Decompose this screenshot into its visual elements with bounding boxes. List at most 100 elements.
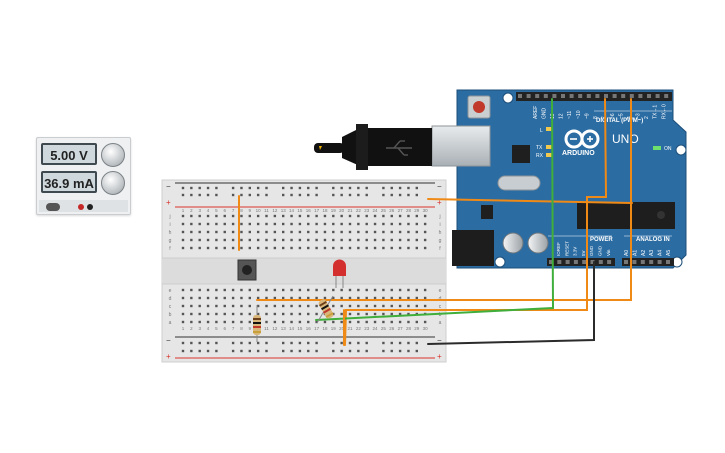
rail-hole[interactable] xyxy=(307,186,310,190)
breadboard-hole[interactable] xyxy=(256,222,260,226)
breadboard-hole[interactable] xyxy=(273,238,277,242)
breadboard-hole[interactable] xyxy=(415,304,418,308)
breadboard-hole[interactable] xyxy=(206,296,210,300)
breadboard-hole[interactable] xyxy=(348,296,352,300)
breadboard-hole[interactable] xyxy=(407,222,410,226)
breadboard-hole[interactable] xyxy=(423,246,427,250)
breadboard-hole[interactable] xyxy=(181,238,185,242)
power-header-pin[interactable] xyxy=(557,260,562,264)
breadboard-hole[interactable] xyxy=(256,296,260,300)
breadboard-hole[interactable] xyxy=(181,222,185,226)
breadboard-hole[interactable] xyxy=(365,230,368,234)
breadboard-hole[interactable] xyxy=(223,246,226,250)
breadboard-hole[interactable] xyxy=(223,320,226,324)
breadboard-hole[interactable] xyxy=(340,222,343,226)
rail-hole[interactable] xyxy=(181,349,185,353)
rail-hole[interactable] xyxy=(398,193,402,197)
breadboard-hole[interactable] xyxy=(190,296,193,300)
breadboard-hole[interactable] xyxy=(415,320,418,324)
breadboard-hole[interactable] xyxy=(282,320,285,324)
breadboard-hole[interactable] xyxy=(265,312,268,316)
breadboard-hole[interactable] xyxy=(390,288,393,292)
breadboard-hole[interactable] xyxy=(231,320,235,324)
breadboard-hole[interactable] xyxy=(315,320,318,324)
rail-hole[interactable] xyxy=(398,341,402,345)
breadboard-hole[interactable] xyxy=(415,288,418,292)
breadboard-hole[interactable] xyxy=(198,312,201,316)
breadboard-hole[interactable] xyxy=(290,238,293,242)
breadboard-hole[interactable] xyxy=(332,288,335,292)
breadboard-hole[interactable] xyxy=(256,304,260,308)
breadboard-hole[interactable] xyxy=(373,288,377,292)
rail-hole[interactable] xyxy=(206,186,210,190)
breadboard-hole[interactable] xyxy=(373,214,377,218)
breadboard-hole[interactable] xyxy=(332,246,335,250)
rail-hole[interactable] xyxy=(365,193,368,197)
digital-header-pin[interactable] xyxy=(621,94,626,98)
rail-hole[interactable] xyxy=(215,193,218,197)
rail-hole[interactable] xyxy=(240,193,243,197)
breadboard-hole[interactable] xyxy=(348,304,352,308)
breadboard-hole[interactable] xyxy=(332,214,335,218)
breadboard-hole[interactable] xyxy=(240,304,243,308)
breadboard-hole[interactable] xyxy=(398,214,402,218)
breadboard-hole[interactable] xyxy=(181,246,185,250)
breadboard-hole[interactable] xyxy=(273,214,277,218)
breadboard-hole[interactable] xyxy=(398,238,402,242)
breadboard-hole[interactable] xyxy=(190,288,193,292)
rail-hole[interactable] xyxy=(215,186,218,190)
breadboard-hole[interactable] xyxy=(240,238,243,242)
breadboard-hole[interactable] xyxy=(282,312,285,316)
breadboard-hole[interactable] xyxy=(373,304,377,308)
breadboard[interactable]: − + − + − + − + 112233445566778899101011… xyxy=(161,179,447,363)
breadboard-hole[interactable] xyxy=(190,246,193,250)
breadboard-hole[interactable] xyxy=(373,238,377,242)
breadboard-hole[interactable] xyxy=(290,296,293,300)
breadboard-hole[interactable] xyxy=(298,230,302,234)
breadboard-hole[interactable] xyxy=(382,320,385,324)
breadboard-hole[interactable] xyxy=(423,222,427,226)
breadboard-hole[interactable] xyxy=(248,238,251,242)
rail-hole[interactable] xyxy=(198,349,201,353)
breadboard-hole[interactable] xyxy=(332,238,335,242)
breadboard-hole[interactable] xyxy=(423,304,427,308)
rail-hole[interactable] xyxy=(398,349,402,353)
analog-header-pin[interactable] xyxy=(632,260,637,264)
rail-hole[interactable] xyxy=(190,349,193,353)
breadboard-hole[interactable] xyxy=(382,312,385,316)
rail-hole[interactable] xyxy=(282,349,285,353)
breadboard-hole[interactable] xyxy=(340,296,343,300)
breadboard-hole[interactable] xyxy=(198,296,201,300)
breadboard-hole[interactable] xyxy=(423,238,427,242)
breadboard-hole[interactable] xyxy=(198,222,201,226)
breadboard-hole[interactable] xyxy=(256,238,260,242)
breadboard-hole[interactable] xyxy=(382,230,385,234)
breadboard-hole[interactable] xyxy=(290,320,293,324)
breadboard-hole[interactable] xyxy=(382,246,385,250)
breadboard-hole[interactable] xyxy=(190,214,193,218)
breadboard-hole[interactable] xyxy=(198,246,201,250)
breadboard-hole[interactable] xyxy=(290,246,293,250)
breadboard-hole[interactable] xyxy=(323,222,327,226)
digital-header-pin[interactable] xyxy=(578,94,583,98)
breadboard-hole[interactable] xyxy=(373,320,377,324)
rail-hole[interactable] xyxy=(348,349,352,353)
breadboard-hole[interactable] xyxy=(298,320,302,324)
rail-hole[interactable] xyxy=(307,193,310,197)
rail-hole[interactable] xyxy=(240,186,243,190)
breadboard-hole[interactable] xyxy=(315,230,318,234)
breadboard-hole[interactable] xyxy=(198,288,201,292)
power-switch[interactable] xyxy=(46,203,60,211)
breadboard-hole[interactable] xyxy=(206,230,210,234)
rail-hole[interactable] xyxy=(298,193,302,197)
breadboard-hole[interactable] xyxy=(348,222,352,226)
breadboard-hole[interactable] xyxy=(398,222,402,226)
breadboard-hole[interactable] xyxy=(307,214,310,218)
breadboard-hole[interactable] xyxy=(265,296,268,300)
rail-hole[interactable] xyxy=(181,341,185,345)
breadboard-hole[interactable] xyxy=(415,296,418,300)
breadboard-hole[interactable] xyxy=(273,288,277,292)
rail-hole[interactable] xyxy=(407,341,410,345)
breadboard-hole[interactable] xyxy=(357,320,360,324)
breadboard-hole[interactable] xyxy=(307,246,310,250)
